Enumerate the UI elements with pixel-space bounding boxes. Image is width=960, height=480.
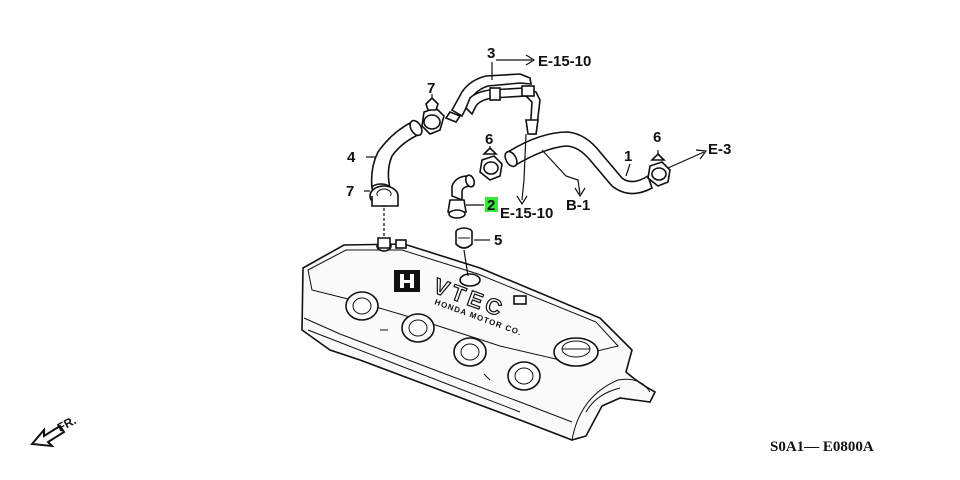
- part-7-clamp-upper: [421, 94, 445, 135]
- valve-cover: VTEC HONDA MOTOR CO.: [301, 237, 657, 441]
- breather-port: [459, 273, 481, 287]
- callout-2-highlight: [485, 197, 498, 212]
- ref-e-15-10-top: E-15-10: [538, 53, 591, 70]
- ref-b-1: B-1: [566, 197, 590, 214]
- reference-leaders: [496, 54, 708, 206]
- oil-filler-cap: [553, 337, 599, 367]
- ref-e-3: E-3: [708, 141, 731, 158]
- callout-labels: 3 7 6 6 4 1 7 2 5: [346, 45, 661, 249]
- part-1-hose: [504, 131, 653, 195]
- callout-7-lower: 7: [346, 183, 354, 200]
- part-7-clamp-lower: [364, 185, 399, 236]
- part-4-hose: [366, 119, 423, 193]
- callout-3: 3: [487, 45, 495, 62]
- callout-6-right: 6: [653, 129, 661, 146]
- callout-1: 1: [624, 148, 632, 165]
- diagram-code: S0A1— E0800A: [770, 439, 874, 455]
- honda-logo: [394, 270, 420, 292]
- spark-plug-holes: [345, 291, 541, 391]
- part-6-clamp-left: [479, 146, 503, 181]
- ref-e-15-10-mid: E-15-10: [500, 205, 553, 222]
- callout-7-upper: 7: [427, 80, 435, 97]
- front-arrow-icon: [29, 424, 66, 448]
- part-2-pcv-valve: [447, 174, 484, 219]
- part-5-grommet: [455, 227, 490, 277]
- part-6-clamp-right: [647, 150, 671, 187]
- reference-codes: E-15-10 E-3 B-1 E-15-10: [500, 53, 731, 222]
- callout-2: 2: [487, 197, 495, 214]
- callout-5: 5: [494, 232, 502, 249]
- callout-4: 4: [347, 149, 356, 166]
- front-direction-marker: FR.: [29, 413, 78, 448]
- part-3-breather-pipe: [444, 62, 541, 135]
- callout-6-left: 6: [485, 131, 493, 148]
